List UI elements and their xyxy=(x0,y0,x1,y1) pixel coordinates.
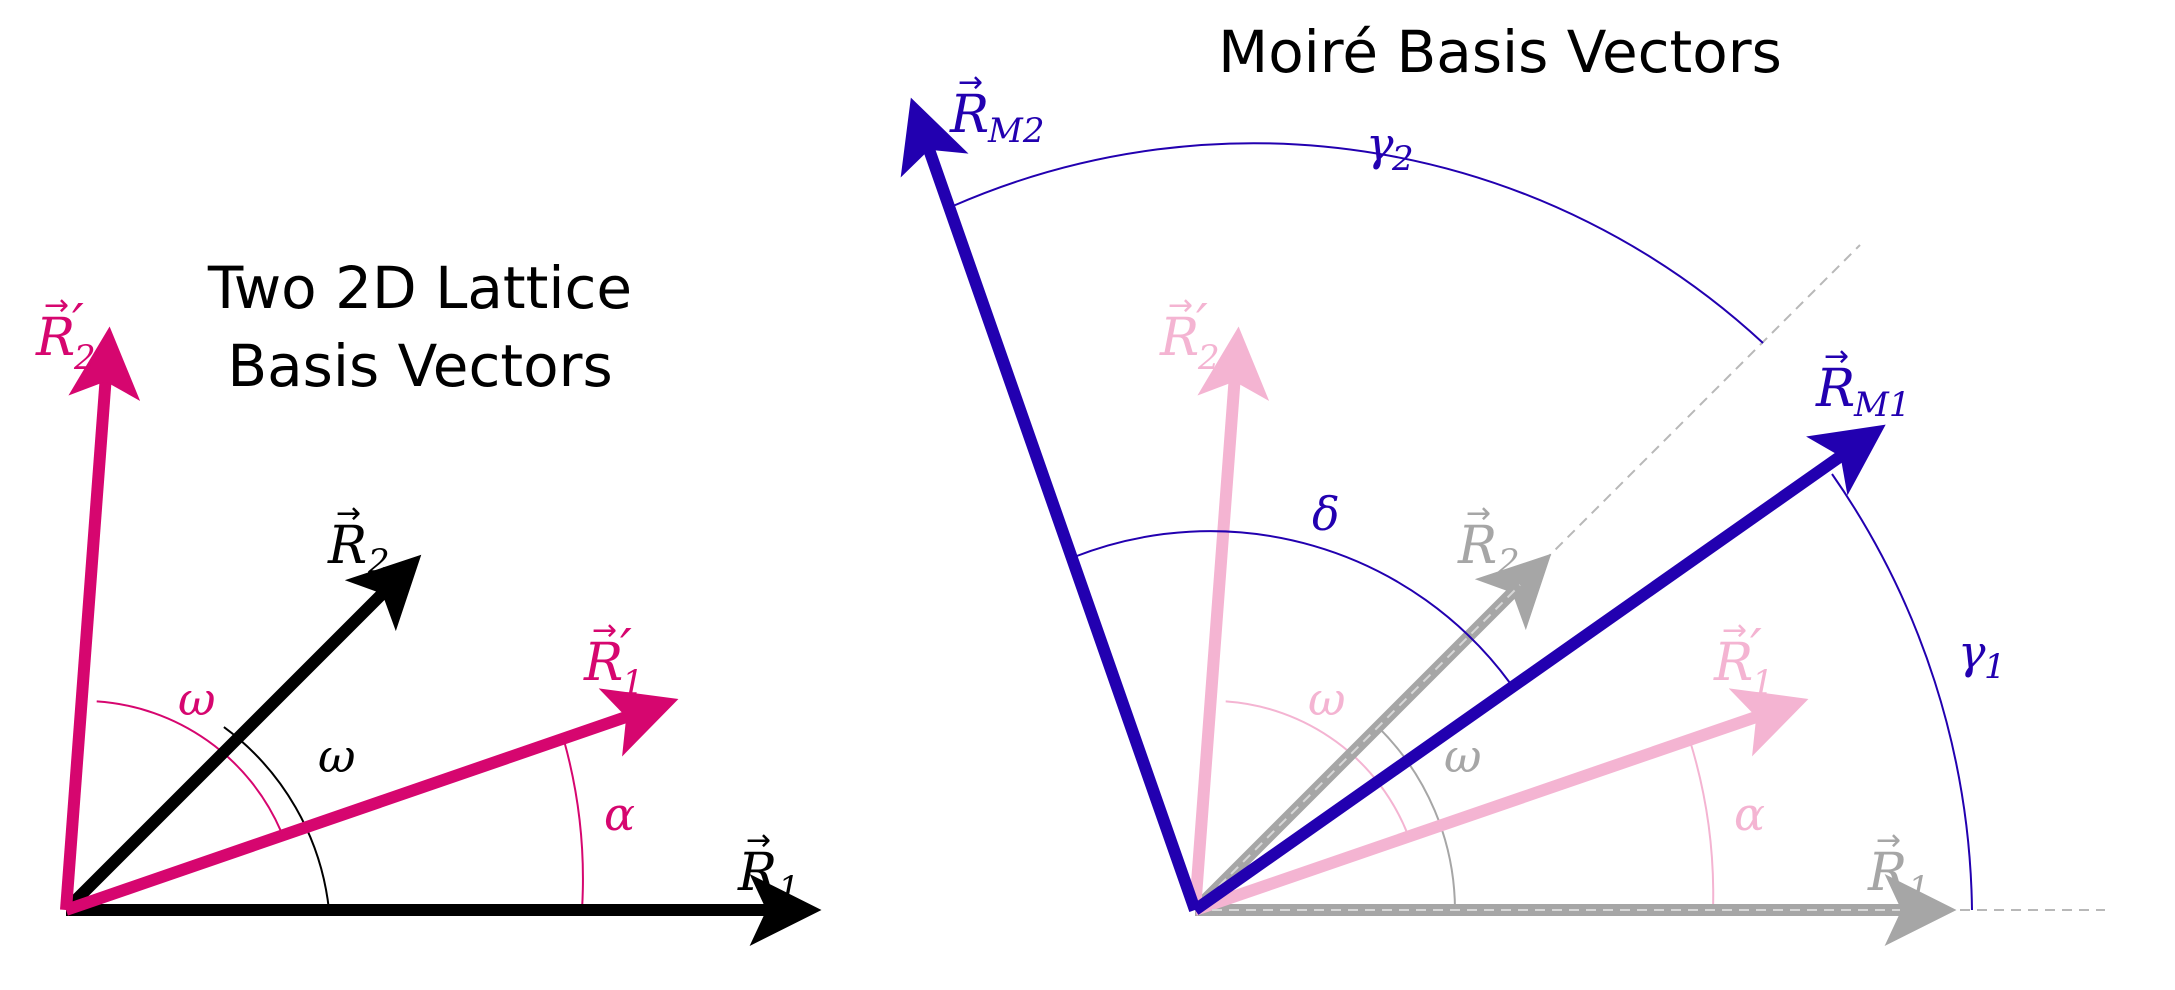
svg-text:M2: M2 xyxy=(987,111,1044,151)
svg-text:1: 1 xyxy=(778,869,800,909)
right-title: Moiré Basis Vectors xyxy=(1218,18,1782,86)
label-gamma2: γ 2 xyxy=(1366,117,1414,179)
svg-text:2: 2 xyxy=(73,338,96,378)
svg-text:R: R xyxy=(1815,359,1855,419)
alpha-arc-faded xyxy=(1689,740,1715,911)
label-omega-gray: ω xyxy=(1444,729,1482,783)
alpha-arc xyxy=(563,741,584,911)
right-panel: Moiré Basis Vectors R M2 → R M1 xyxy=(900,18,2105,946)
gamma2-arc xyxy=(952,142,1764,344)
omega-arc-pink xyxy=(96,700,283,832)
delta-arc xyxy=(1073,530,1511,684)
vector-R1-prime-faded xyxy=(1193,688,1809,916)
label-RM1: R M1 → xyxy=(1815,339,1910,425)
svg-text:′: ′ xyxy=(1750,619,1762,679)
vec-arrow-glyph: → xyxy=(1876,823,1901,858)
label-gamma1: γ 1 xyxy=(1958,625,2006,687)
label-R2-faded: R 2 → xyxy=(1457,496,1520,582)
svg-text:R: R xyxy=(737,843,777,903)
vector-R2-prime-faded xyxy=(1189,326,1270,911)
vec-arrow-glyph: → xyxy=(1824,339,1849,374)
svg-text:1: 1 xyxy=(1908,869,1930,909)
svg-text:1: 1 xyxy=(1984,647,2006,687)
left-title-line2: Basis Vectors xyxy=(227,332,612,400)
left-title-line1: Two 2D Lattice xyxy=(207,254,632,322)
omega-arc-black xyxy=(223,726,330,911)
vector-R2-prime xyxy=(60,326,141,911)
label-omega-pink-faded: ω xyxy=(1308,672,1346,726)
svg-text:R: R xyxy=(1457,516,1497,576)
label-omega-pink: ω xyxy=(178,672,216,726)
omega-arc-gray xyxy=(1377,726,1456,911)
svg-text:R: R xyxy=(327,516,367,576)
svg-text:2: 2 xyxy=(367,542,390,582)
svg-text:γ: γ xyxy=(1366,117,1394,171)
svg-text:1: 1 xyxy=(1752,663,1774,703)
label-R2: R 2 → xyxy=(327,496,390,582)
gamma1-arc xyxy=(1831,473,1973,911)
svg-text:2: 2 xyxy=(1391,139,1414,179)
svg-text:2: 2 xyxy=(1197,338,1220,378)
svg-text:′: ′ xyxy=(620,619,632,679)
vec-arrow-glyph: → xyxy=(958,65,983,100)
label-alpha-faded: α xyxy=(1734,787,1765,841)
svg-text:R: R xyxy=(949,85,989,145)
svg-text:′: ′ xyxy=(72,294,84,354)
svg-text:1: 1 xyxy=(622,663,644,703)
label-alpha: α xyxy=(604,787,635,841)
label-R2-prime-faded: R ′ 2 → xyxy=(1159,288,1220,378)
label-omega-black: ω xyxy=(318,729,356,783)
vec-arrow-glyph: → xyxy=(746,823,771,858)
svg-text:′: ′ xyxy=(1196,294,1208,354)
vector-R1-prime xyxy=(64,688,679,916)
svg-text:M1: M1 xyxy=(1853,385,1910,425)
label-R1: R 1 → xyxy=(737,823,800,909)
left-panel: Two 2D Lattice Basis Vectors R 1 → R 2 →… xyxy=(35,254,822,946)
label-R1-faded: R 1 → xyxy=(1867,823,1930,909)
svg-text:2: 2 xyxy=(1497,542,1520,582)
vec-arrow-glyph: → xyxy=(1466,496,1491,531)
vec-arrow-glyph: → xyxy=(1722,613,1747,648)
label-R1-prime: R ′ 1 → xyxy=(583,613,644,703)
omega-arc-pink-faded xyxy=(1225,700,1409,836)
label-R1-prime-faded: R ′ 1 → xyxy=(1713,613,1774,703)
dashed-overlay-R2 xyxy=(1194,584,1521,911)
vector-RM2 xyxy=(900,97,1201,912)
svg-text:R: R xyxy=(1713,633,1753,693)
vec-arrow-glyph: → xyxy=(1168,288,1193,323)
label-delta: δ xyxy=(1312,487,1340,541)
vec-arrow-glyph: → xyxy=(592,613,617,648)
vector-R2 xyxy=(61,554,422,915)
vector-RM1 xyxy=(1191,424,1886,915)
svg-text:R: R xyxy=(1159,308,1199,368)
label-R2-prime: R ′ 2 → xyxy=(35,288,96,378)
svg-text:γ: γ xyxy=(1958,625,1986,679)
vec-arrow-glyph: → xyxy=(336,496,361,531)
svg-text:R: R xyxy=(35,308,75,368)
label-RM2: R M2 → xyxy=(949,65,1044,151)
vec-arrow-glyph: → xyxy=(44,288,69,323)
svg-text:R: R xyxy=(583,633,623,693)
svg-text:R: R xyxy=(1867,843,1907,903)
